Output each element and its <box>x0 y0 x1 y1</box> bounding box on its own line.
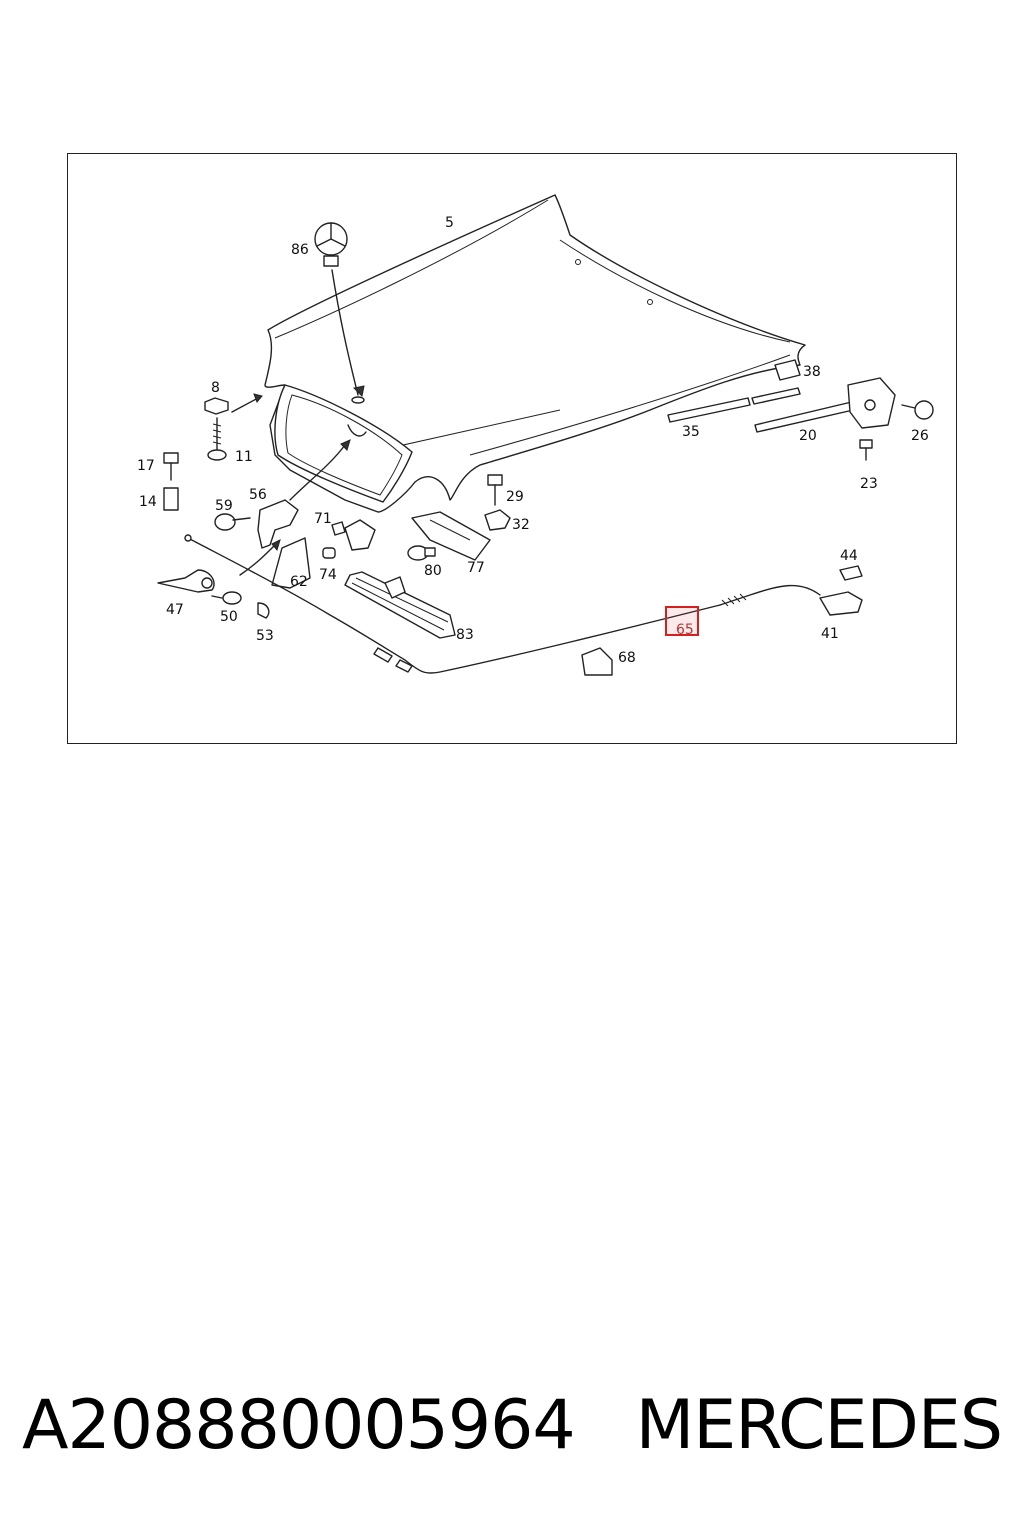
bolt-17-part <box>163 452 179 511</box>
lever-41-part <box>581 565 863 676</box>
nut-8-part <box>204 393 263 461</box>
callout-47: 47 <box>166 602 184 618</box>
callout-44: 44 <box>840 548 858 564</box>
callout-8: 8 <box>211 380 220 396</box>
callout-68: 68 <box>618 650 636 666</box>
callout-17: 17 <box>137 458 155 474</box>
callout-74: 74 <box>319 567 337 583</box>
callout-56: 56 <box>249 487 267 503</box>
callout-26: 26 <box>911 428 929 444</box>
callout-35: 35 <box>682 424 700 440</box>
callout-20: 20 <box>799 428 817 444</box>
callout-41: 41 <box>821 626 839 642</box>
callout-80: 80 <box>424 563 442 579</box>
callout-23: 23 <box>860 476 878 492</box>
callout-14: 14 <box>139 494 157 510</box>
callout-59: 59 <box>215 498 233 514</box>
callout-5: 5 <box>445 215 454 231</box>
emblem-star-part <box>314 222 365 398</box>
callout-50: 50 <box>220 609 238 625</box>
callout-86: 86 <box>291 242 309 258</box>
callout-29: 29 <box>506 489 524 505</box>
callout-83: 83 <box>456 627 474 643</box>
callout-62: 62 <box>290 574 308 590</box>
rail-77-part <box>407 511 491 561</box>
handle-83-part <box>344 571 456 639</box>
callout-32: 32 <box>512 517 530 533</box>
latch-56-part <box>214 439 351 576</box>
callout-77: 77 <box>467 560 485 576</box>
callout-38: 38 <box>803 364 821 380</box>
brand-name: MERCEDES <box>635 1385 1003 1465</box>
footer: A208880005964 MERCEDES <box>0 1380 1024 1470</box>
callout-11: 11 <box>235 449 253 465</box>
strut-35-part <box>667 359 934 461</box>
bolt-29-part <box>484 474 511 531</box>
part-number: A208880005964 <box>22 1385 576 1465</box>
callout-53: 53 <box>256 628 274 644</box>
release-cable-65 <box>184 534 821 674</box>
hook-47-part <box>157 569 270 619</box>
callout-71: 71 <box>314 511 332 527</box>
bracket-71-part <box>271 519 376 589</box>
highlighted-part-box[interactable] <box>665 606 699 636</box>
